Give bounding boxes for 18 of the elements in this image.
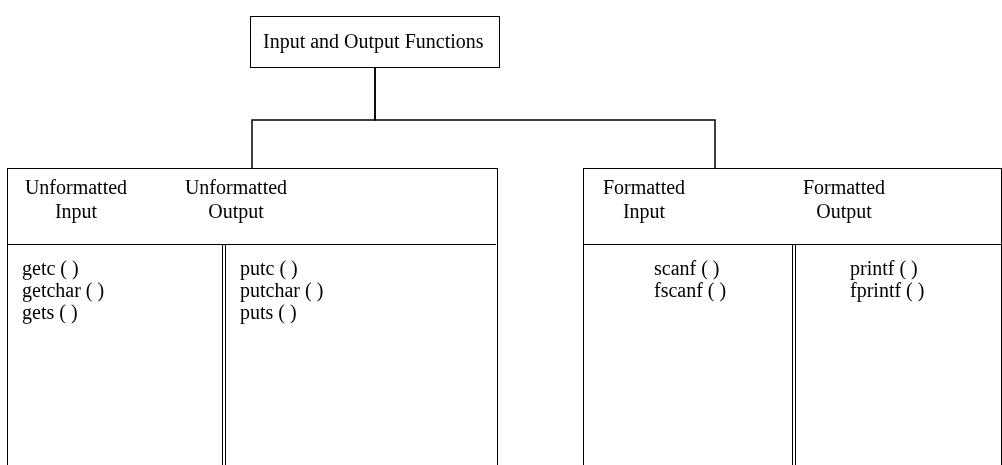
function-name: getchar ( ) xyxy=(22,279,106,301)
column-heading: Formatted Input xyxy=(601,175,687,223)
column-heading: Unformatted Output xyxy=(183,175,289,223)
column-heading: Formatted Output xyxy=(801,175,887,223)
function-name: getc ( ) xyxy=(22,257,80,279)
function-name: fscanf ( ) xyxy=(654,279,728,301)
function-name: putc ( ) xyxy=(240,257,299,279)
function-name: puts ( ) xyxy=(240,301,297,323)
category-panel xyxy=(583,168,1002,465)
function-name: fprintf ( ) xyxy=(850,279,926,301)
function-name: gets ( ) xyxy=(22,301,78,323)
connector-line xyxy=(374,67,716,169)
column-heading: Unformatted Input xyxy=(23,175,129,223)
function-name: printf ( ) xyxy=(850,257,919,279)
function-name: putchar ( ) xyxy=(240,279,325,301)
title-box: Input and Output Functions xyxy=(250,16,500,68)
category-panel xyxy=(7,168,498,465)
function-name: scanf ( ) xyxy=(654,257,721,279)
